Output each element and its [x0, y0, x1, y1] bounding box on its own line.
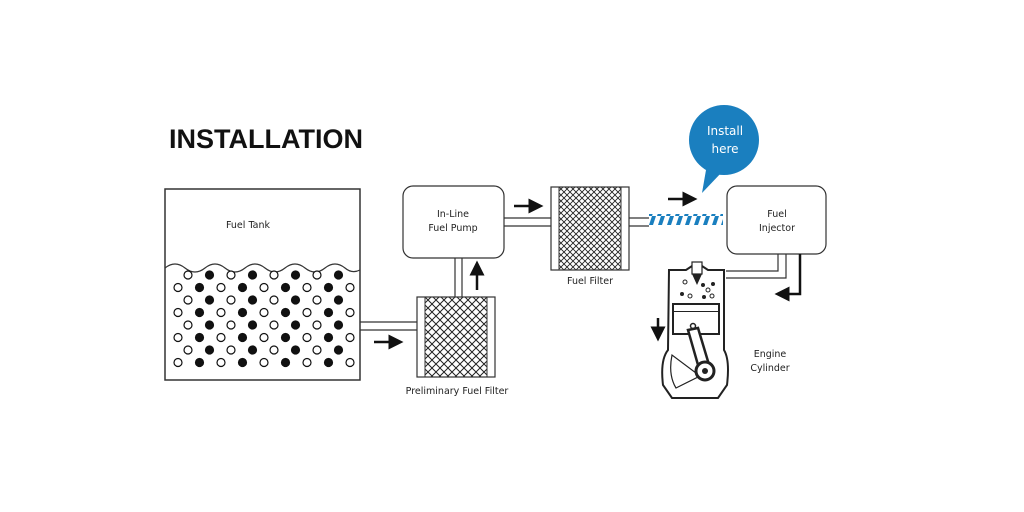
fuel-particle [194, 332, 205, 343]
fuel-particle [269, 320, 279, 330]
fuel-particle [345, 282, 355, 293]
fuel-particle [312, 295, 322, 305]
injector-label-line1: Fuel [767, 209, 786, 220]
install-here-callout: Install here [689, 105, 759, 193]
fuel-particle [247, 270, 258, 280]
fuel-particle [302, 357, 312, 368]
pipe-tank-to-filter [360, 321, 417, 331]
fuel-particles [173, 270, 355, 368]
fuel-particle [204, 320, 215, 330]
fuel-particle [247, 345, 258, 355]
fuel-particle [269, 295, 279, 305]
fuel-particle [290, 345, 301, 355]
fuel-particle [237, 282, 248, 293]
fuel-particle [280, 357, 291, 368]
fuel-particle [183, 270, 193, 280]
engine-label-line2: Cylinder [750, 363, 789, 374]
fuel-particle [226, 320, 236, 330]
fuel-particle [204, 345, 215, 355]
fuel-particle [183, 345, 193, 355]
fuel-particle [173, 357, 183, 368]
fuel-particle [259, 357, 269, 368]
fuel-particle [345, 357, 355, 368]
fuel-particle [216, 307, 226, 318]
fuel-particle [333, 320, 344, 330]
return-arrow-icon [774, 254, 802, 302]
fuel-particle [290, 270, 301, 280]
fuel-particle [183, 295, 193, 305]
fuel-particle [302, 332, 312, 343]
fuel-particle [204, 270, 215, 280]
pipe-filter-to-injector [629, 217, 649, 227]
fuel-particle [333, 295, 344, 305]
fuel-particle [183, 320, 193, 330]
pipe-pump-to-filter [504, 217, 551, 227]
fuel-particle [259, 307, 269, 318]
fuel-particle [345, 332, 355, 343]
preliminary-filter-label: Preliminary Fuel Filter [406, 386, 509, 397]
fuel-particle [259, 282, 269, 293]
page-title: INSTALLATION [169, 124, 363, 154]
fuel-particle [302, 307, 312, 318]
fuel-particle [226, 345, 236, 355]
fuel-particle [173, 332, 183, 343]
fuel-particle [237, 307, 248, 318]
fuel-particle [312, 270, 322, 280]
fuel-particle [194, 357, 205, 368]
fuel-particle [216, 282, 226, 293]
pump-label-line2: Fuel Pump [428, 223, 477, 234]
fuel-particle [173, 282, 183, 293]
fuel-particle [290, 295, 301, 305]
engine-cylinder: Engine Cylinder [661, 261, 790, 399]
fuel-particle [226, 295, 236, 305]
fuel-particle [345, 307, 355, 318]
fuel-tank-label: Fuel Tank [226, 220, 271, 231]
fuel-particle [312, 345, 322, 355]
fuel-particle [323, 332, 334, 343]
fuel-injector: Fuel Injector [726, 185, 827, 302]
fuel-particle [280, 307, 291, 318]
fuel-particle [290, 320, 301, 330]
fuel-filter-label: Fuel Filter [567, 276, 613, 287]
install-location-hose [649, 214, 723, 225]
callout-line1: Install [707, 124, 743, 138]
fuel-particle [173, 307, 183, 318]
callout-line2: here [711, 142, 738, 156]
fuel-particle [323, 282, 334, 293]
fuel-particle [204, 295, 215, 305]
fuel-particle [226, 270, 236, 280]
fuel-particle [269, 270, 279, 280]
fuel-particle [259, 332, 269, 343]
in-line-fuel-pump: In-Line Fuel Pump [402, 185, 505, 259]
fuel-particle [323, 357, 334, 368]
fuel-particle [194, 307, 205, 318]
preliminary-fuel-filter: Preliminary Fuel Filter [406, 296, 509, 397]
fuel-particle [323, 307, 334, 318]
fuel-particle [216, 357, 226, 368]
fuel-particle [237, 357, 248, 368]
fuel-particle [216, 332, 226, 343]
fuel-particle [333, 345, 344, 355]
engine-label-line1: Engine [754, 349, 787, 360]
fuel-particle [312, 320, 322, 330]
injector-label-line2: Injector [759, 223, 795, 234]
fuel-particle [194, 282, 205, 293]
fuel-filter: Fuel Filter [550, 186, 630, 287]
fuel-particle [247, 320, 258, 330]
fuel-tank: Fuel Tank [164, 188, 361, 381]
fuel-particle [237, 332, 248, 343]
fuel-particle [247, 295, 258, 305]
pipe-filter-to-pump [454, 258, 463, 297]
fuel-particle [302, 282, 312, 293]
pump-label-line1: In-Line [437, 209, 469, 220]
fuel-particle [280, 332, 291, 343]
fuel-particle [333, 270, 344, 280]
fuel-particle [269, 345, 279, 355]
fuel-particle [280, 282, 291, 293]
